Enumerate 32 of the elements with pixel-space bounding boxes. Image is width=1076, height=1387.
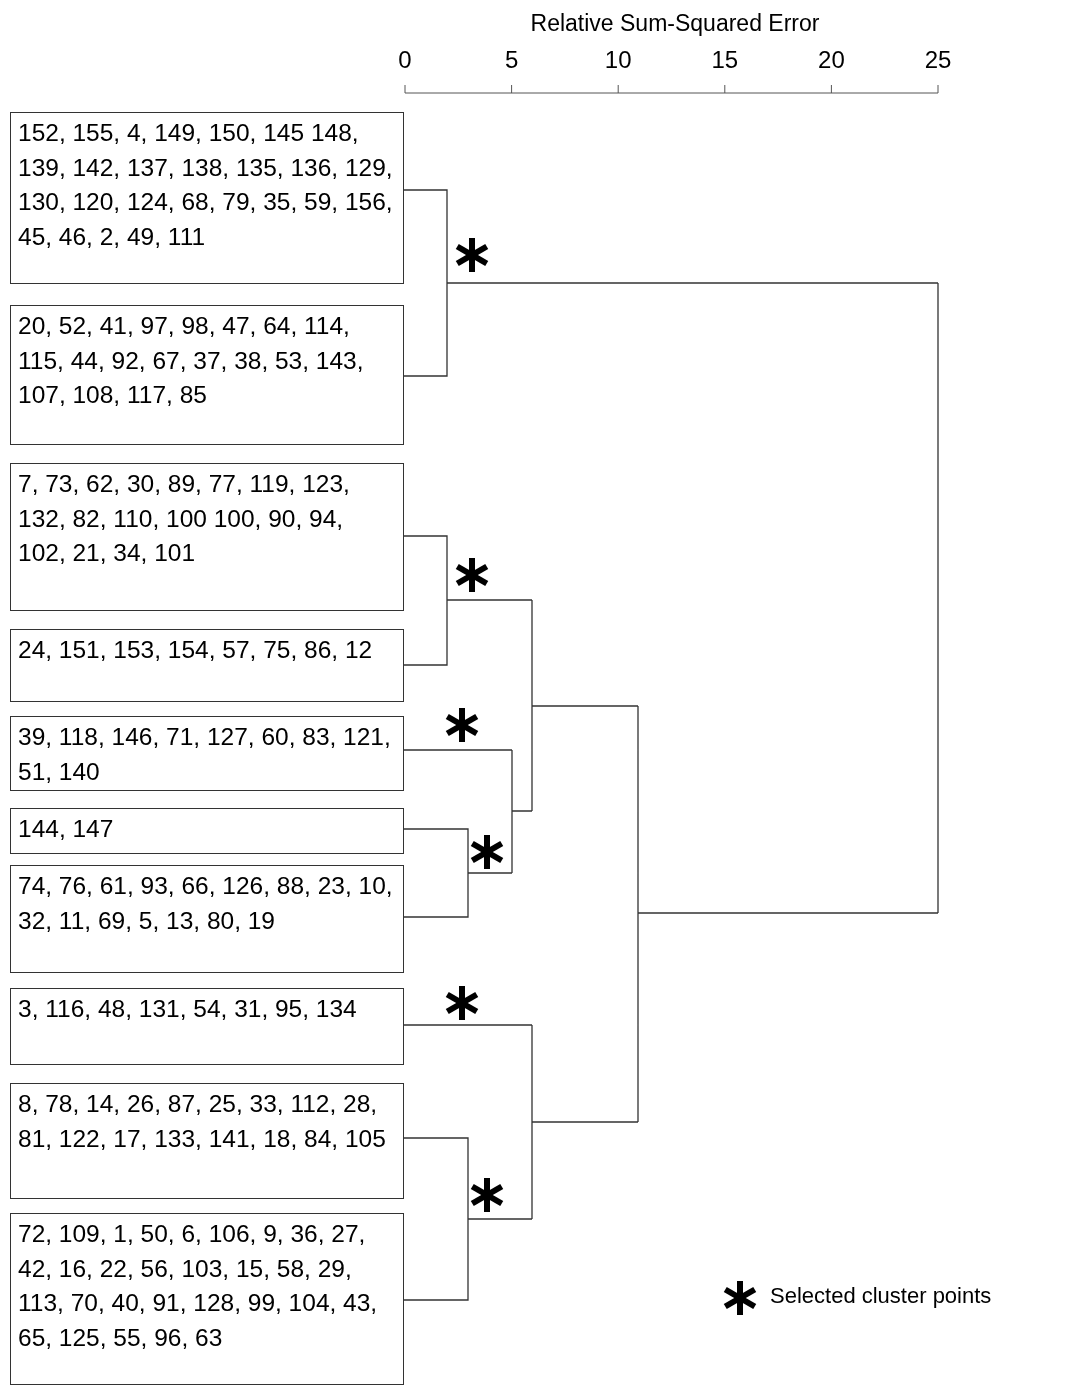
cluster-box: [10, 1213, 404, 1385]
dendrogram-link: [403, 189, 448, 377]
cluster-box: [10, 716, 404, 791]
cluster-members: 74, 76, 61, 93, 66, 126, 88, 23, 10, 32, 11, 69, 5, 13, 80, 19: [18, 871, 394, 936]
cluster-box: [10, 988, 404, 1065]
dendrogram-link: [403, 1137, 469, 1301]
cluster-members: 7, 73, 62, 30, 89, 77, 119, 123, 132, 82, 110, 100 100, 90, 94, 102, 21, 34, 101: [18, 469, 351, 568]
tick-label: 0: [397, 46, 413, 74]
tick-label: 10: [603, 46, 633, 74]
axis-title: Relative Sum-Squared Error: [529, 10, 821, 37]
cluster-box: [10, 865, 404, 973]
cluster-box: [10, 808, 404, 854]
cluster-members: 144, 147: [18, 814, 115, 844]
tick-label: 25: [923, 46, 953, 74]
cluster-members: 39, 118, 146, 71, 127, 60, 83, 121, 51, 140: [18, 722, 392, 787]
tick-label: 20: [817, 46, 846, 74]
cluster-members: 152, 155, 4, 149, 150, 145 148, 139, 142, 137, 138, 135, 136, 129, 130, 120, 124, 68, 79, 35, 59, 156, 45, 46, 2, 49, 111: [18, 118, 394, 252]
cluster-members: 3, 116, 48, 131, 54, 31, 95, 134: [18, 994, 358, 1024]
tick-label: 5: [503, 46, 520, 74]
cluster-members: 8, 78, 14, 26, 87, 25, 33, 112, 28, 81, 122, 17, 133, 141, 18, 84, 105: [18, 1089, 387, 1154]
cluster-members: 24, 151, 153, 154, 57, 75, 86, 12: [18, 635, 374, 665]
cluster-members: 20, 52, 41, 97, 98, 47, 64, 114, 115, 44, 92, 67, 37, 38, 53, 143, 107, 108, 117, 85: [18, 311, 365, 410]
tick-label: 15: [710, 46, 740, 74]
cluster-members: 72, 109, 1, 50, 6, 106, 9, 36, 27, 42, 16, 22, 56, 103, 15, 58, 29, 113, 70, 40, 91, 128, 99, 104, 43, 65, 125, 55, 96, 63: [18, 1219, 379, 1353]
legend-label: Selected cluster points: [770, 1283, 992, 1309]
cluster-box: [10, 1083, 404, 1199]
cluster-box: [10, 463, 404, 611]
cluster-box: [10, 112, 404, 284]
dendrogram-link: [403, 535, 448, 666]
cluster-box: [10, 629, 404, 702]
dendrogram-link: [403, 828, 469, 918]
cluster-box: [10, 305, 404, 445]
